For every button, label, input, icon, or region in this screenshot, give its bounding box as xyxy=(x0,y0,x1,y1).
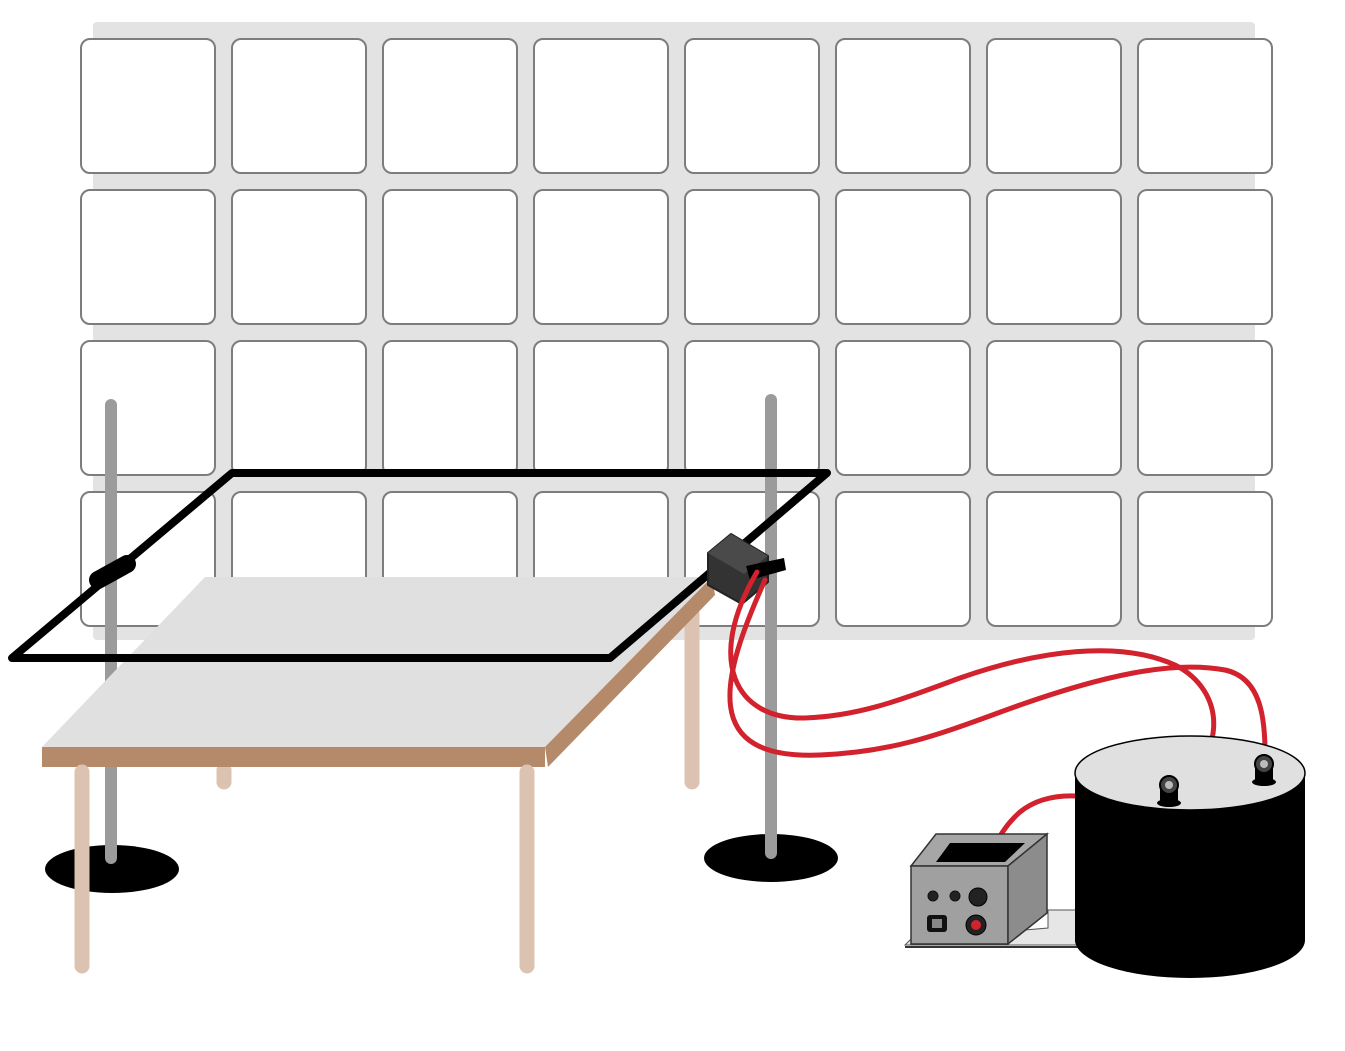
wall-tile xyxy=(684,340,820,476)
tank-terminal-right xyxy=(1252,754,1276,786)
wall-tile xyxy=(986,189,1122,325)
power-supply-knob-1 xyxy=(927,890,939,902)
sensor-block-top xyxy=(708,534,768,574)
wall-tile xyxy=(986,38,1122,174)
wall-tile xyxy=(1137,340,1273,476)
wall-tile xyxy=(533,38,669,174)
power-supply-front xyxy=(910,865,1009,945)
cable-to-right-terminal xyxy=(727,577,1268,768)
tank-terminal-left xyxy=(1157,775,1181,807)
power-supply-side xyxy=(1007,832,1048,946)
table-edge-front xyxy=(42,747,545,767)
power-supply-display xyxy=(936,843,1025,862)
wall-tile xyxy=(1137,38,1273,174)
power-supply-jack-top xyxy=(968,887,988,907)
wall-tile xyxy=(80,38,216,174)
power-supply-jack-bottom-inner xyxy=(971,920,981,930)
power-supply-knob-2 xyxy=(949,890,961,902)
wall-tile xyxy=(835,340,971,476)
wall-tile xyxy=(382,340,518,476)
wall-tile xyxy=(835,491,971,627)
wall-tile xyxy=(231,38,367,174)
wall-tile xyxy=(231,340,367,476)
power-supply xyxy=(903,832,1086,948)
wall-tile xyxy=(80,340,216,476)
wall-tile xyxy=(986,340,1122,476)
table-edge-side xyxy=(545,577,715,767)
wall-tile xyxy=(835,189,971,325)
tile-wall xyxy=(80,22,1273,640)
wire-loop xyxy=(8,469,831,662)
sensor-clamp xyxy=(707,533,786,605)
wall-tile xyxy=(1137,491,1273,627)
wire-loop-frame xyxy=(8,469,831,662)
wall-tile xyxy=(382,189,518,325)
power-supply-socket-inner xyxy=(932,919,942,928)
wall-tile xyxy=(986,491,1122,627)
left-clamp xyxy=(89,555,136,589)
wall-tile xyxy=(835,38,971,174)
tile-grid xyxy=(80,38,1273,627)
wall-tile xyxy=(80,189,216,325)
wall-panel xyxy=(93,22,1255,640)
wall-tile xyxy=(1137,189,1273,325)
wall-tile xyxy=(382,38,518,174)
tank-body xyxy=(1075,773,1305,978)
cylindrical-tank xyxy=(1074,735,1306,978)
cable-to-left-terminal xyxy=(728,569,1217,793)
wall-tile xyxy=(533,340,669,476)
wall-tile xyxy=(231,189,367,325)
wall-tile xyxy=(684,189,820,325)
tank-lid xyxy=(1074,735,1306,811)
wall-tile xyxy=(533,189,669,325)
wall-tile xyxy=(684,38,820,174)
